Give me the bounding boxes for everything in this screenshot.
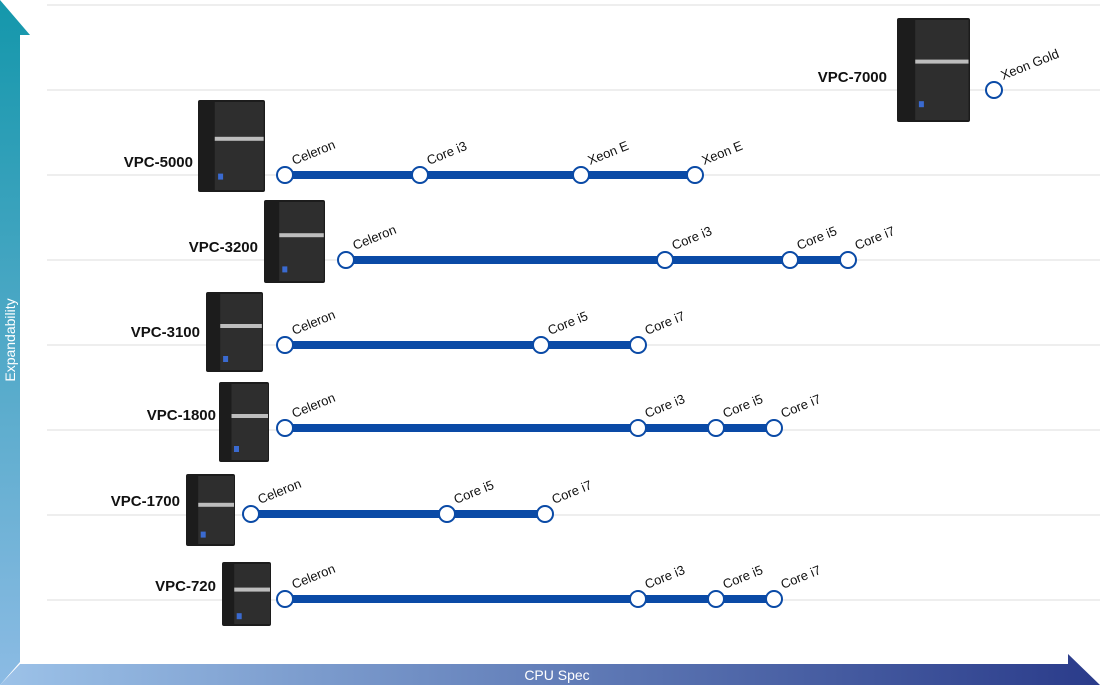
model-label: VPC-3200 xyxy=(189,239,258,256)
cpu-node xyxy=(572,166,590,184)
cpu-node xyxy=(536,505,554,523)
cpu-label: Xeon E xyxy=(586,138,631,168)
cpu-label: Celeron xyxy=(256,476,304,507)
computer-tower-icon xyxy=(206,292,263,372)
computer-tower-icon xyxy=(198,100,265,192)
row-vpc-1800: VPC-1800 Celeron Core i3 Core i5 Core i7 xyxy=(147,382,823,462)
cpu-node xyxy=(411,166,429,184)
cpu-node xyxy=(985,81,1003,99)
x-axis-label: CPU Spec xyxy=(524,667,589,683)
computer-tower-icon xyxy=(186,474,235,546)
cpu-label: Core i3 xyxy=(643,391,687,421)
cpu-node xyxy=(781,251,799,269)
model-label: VPC-3100 xyxy=(131,324,200,341)
cpu-label: Core i5 xyxy=(795,223,839,253)
cpu-label: Xeon Gold xyxy=(999,46,1062,83)
cpu-node xyxy=(276,590,294,608)
cpu-node xyxy=(839,251,857,269)
row-vpc-5000: VPC-5000 Celeron Core i3 Xeon E Xeon E xyxy=(124,100,745,192)
row-vpc-3200: VPC-3200 Celeron Core i3 Core i5 Core i7 xyxy=(189,200,897,283)
y-axis-label: Expandability xyxy=(2,298,18,381)
cpu-label: Xeon E xyxy=(700,138,745,168)
model-label: VPC-1700 xyxy=(111,493,180,510)
cpu-node xyxy=(765,590,783,608)
cpu-label: Core i7 xyxy=(643,308,687,338)
cpu-label: Core i7 xyxy=(779,391,823,421)
cpu-node xyxy=(276,336,294,354)
cpu-label: Core i7 xyxy=(853,223,897,253)
cpu-label: Core i7 xyxy=(779,562,823,592)
cpu-label: Core i5 xyxy=(452,477,496,507)
cpu-node xyxy=(438,505,456,523)
cpu-node xyxy=(629,419,647,437)
model-label: VPC-5000 xyxy=(124,154,193,171)
cpu-label: Celeron xyxy=(290,561,338,592)
row-vpc-7000: VPC-7000 Xeon Gold xyxy=(818,18,1061,122)
cpu-label: Core i3 xyxy=(670,223,714,253)
y-axis-arrow xyxy=(0,0,30,685)
cpu-node xyxy=(337,251,355,269)
row-vpc-1700: VPC-1700 Celeron Core i5 Core i7 xyxy=(111,474,594,546)
x-axis-arrow xyxy=(0,654,1100,685)
cpu-label: Celeron xyxy=(290,137,338,168)
cpu-node xyxy=(629,590,647,608)
cpu-label: Core i5 xyxy=(721,391,765,421)
row-vpc-720: VPC-720 Celeron Core i3 Core i5 Core i7 xyxy=(155,561,823,626)
row-vpc-3100: VPC-3100 Celeron Core i5 Core i7 xyxy=(131,292,687,372)
cpu-label: Celeron xyxy=(351,222,399,253)
model-label: VPC-1800 xyxy=(147,407,216,424)
cpu-label: Core i5 xyxy=(546,308,590,338)
cpu-node xyxy=(242,505,260,523)
cpu-node xyxy=(686,166,704,184)
cpu-label: Core i7 xyxy=(550,477,594,507)
cpu-label: Core i3 xyxy=(643,562,687,592)
cpu-label: Core i5 xyxy=(721,562,765,592)
computer-tower-icon xyxy=(222,562,271,626)
cpu-node xyxy=(629,336,647,354)
cpu-node xyxy=(532,336,550,354)
cpu-label: Celeron xyxy=(290,390,338,421)
cpu-label: Celeron xyxy=(290,307,338,338)
cpu-node xyxy=(707,419,725,437)
cpu-node xyxy=(276,419,294,437)
model-label: VPC-720 xyxy=(155,578,216,595)
cpu-node xyxy=(707,590,725,608)
computer-tower-icon xyxy=(264,200,325,283)
computer-tower-icon xyxy=(219,382,269,462)
computer-tower-icon xyxy=(897,18,970,122)
model-label: VPC-7000 xyxy=(818,69,887,86)
cpu-node xyxy=(276,166,294,184)
cpu-label: Core i3 xyxy=(425,138,469,168)
cpu-node xyxy=(656,251,674,269)
cpu-node xyxy=(765,419,783,437)
